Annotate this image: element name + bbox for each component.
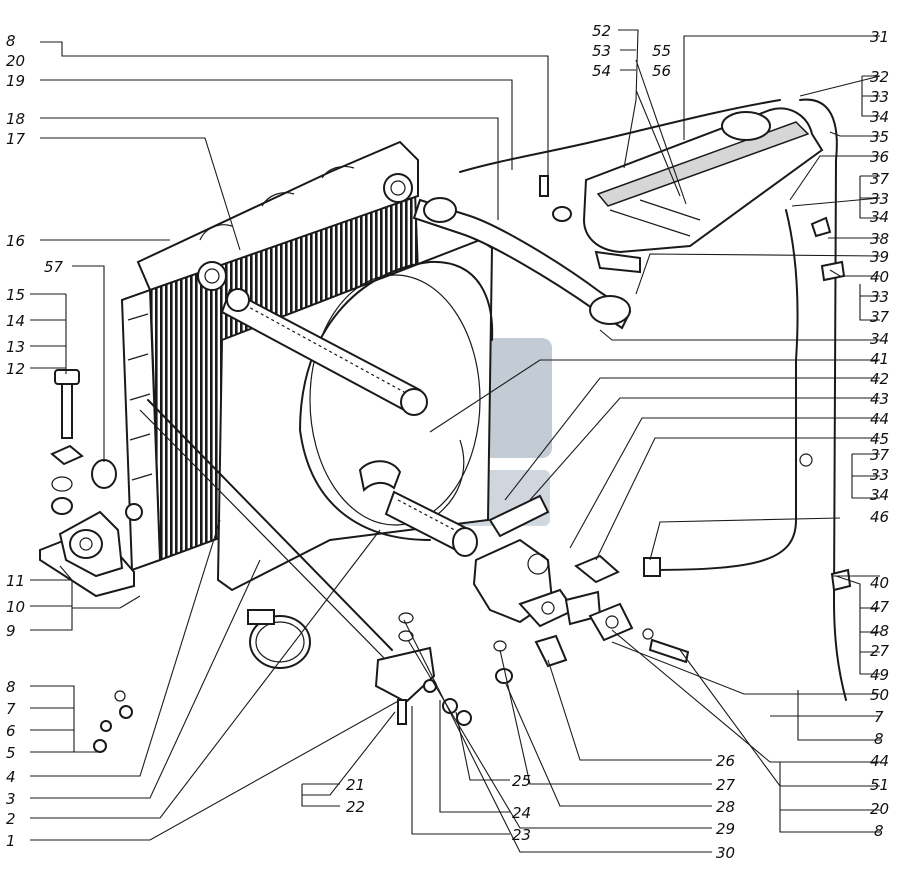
label-50: 50 [870, 686, 889, 704]
label-46: 46 [870, 508, 889, 526]
leader-lines [30, 29, 881, 853]
support-cushion [39, 369, 143, 598]
label-13: 13 [6, 338, 25, 356]
label-8-left: 8 [6, 678, 16, 696]
label-3: 3 [6, 790, 16, 808]
label-27-bottom: 27 [716, 776, 736, 794]
label-37-mid: 37 [870, 446, 890, 464]
label-21: 21 [346, 776, 365, 794]
label-47: 47 [870, 598, 890, 616]
label-1: 1 [6, 832, 16, 850]
label-33-a: 33 [870, 190, 889, 208]
label-8-bottom: 8 [874, 822, 884, 840]
label-54: 54 [592, 62, 611, 80]
label-43: 43 [870, 390, 889, 408]
label-36: 36 [870, 148, 889, 166]
label-57: 57 [44, 258, 64, 276]
label-18: 18 [6, 110, 25, 128]
label-19: 19 [6, 72, 25, 90]
label-8-right: 8 [874, 730, 884, 748]
expansion-tank [582, 107, 824, 274]
label-11: 11 [6, 572, 25, 590]
label-14: 14 [6, 312, 25, 330]
label-10: 10 [6, 598, 25, 616]
label-40-bottom: 40 [870, 574, 889, 592]
lower-hose [358, 460, 478, 557]
label-24: 24 [512, 804, 531, 822]
label-51: 51 [870, 776, 889, 794]
label-27-right: 27 [870, 642, 890, 660]
label-56: 56 [652, 62, 671, 80]
label-48: 48 [870, 622, 889, 640]
upper-left-hose [220, 288, 428, 416]
label-45: 45 [870, 430, 889, 448]
radiator-left-frame [120, 288, 162, 572]
label-12: 12 [6, 360, 25, 378]
label-49: 49 [870, 666, 889, 684]
label-17: 17 [6, 130, 26, 148]
label-4: 4 [6, 768, 16, 786]
label-55: 55 [652, 42, 671, 60]
label-7-left: 7 [6, 700, 16, 718]
label-23: 23 [512, 826, 531, 844]
label-31: 31 [870, 28, 889, 46]
long-overflow-hose [643, 98, 847, 701]
label-2: 2 [6, 810, 16, 828]
label-5: 5 [6, 744, 16, 762]
label-26: 26 [716, 752, 735, 770]
label-44-bottom: 44 [870, 752, 889, 770]
label-29: 29 [716, 820, 735, 838]
label-40-top: 40 [870, 268, 889, 286]
label-33-b: 33 [870, 288, 889, 306]
label-9: 9 [6, 622, 16, 640]
label-20-bottom: 20 [870, 800, 889, 818]
label-34-b: 34 [870, 330, 889, 348]
label-42: 42 [870, 370, 889, 388]
label-30: 30 [716, 844, 735, 862]
label-35: 35 [870, 128, 889, 146]
label-53: 53 [592, 42, 611, 60]
label-28: 28 [716, 798, 735, 816]
label-32: 32 [870, 68, 889, 86]
label-15: 15 [6, 286, 25, 304]
callout-labels: 8 20 19 18 17 16 57 15 14 13 12 11 10 9 … [6, 22, 890, 862]
label-38: 38 [870, 230, 889, 248]
label-34-a: 34 [870, 208, 889, 226]
hose-clamp [247, 609, 311, 669]
label-8-top: 8 [6, 32, 16, 50]
label-37-a: 37 [870, 170, 890, 188]
label-25: 25 [512, 772, 531, 790]
pump-housing [472, 494, 690, 668]
label-20-top: 20 [6, 52, 25, 70]
label-33-top: 33 [870, 88, 889, 106]
label-41: 41 [870, 350, 889, 368]
label-33-mid: 33 [870, 466, 889, 484]
label-44: 44 [870, 410, 889, 428]
label-6: 6 [6, 722, 16, 740]
label-37-b: 37 [870, 308, 890, 326]
label-7-right: 7 [874, 708, 884, 726]
label-22: 22 [346, 798, 365, 816]
label-52: 52 [592, 22, 611, 40]
label-34-mid: 34 [870, 486, 889, 504]
tie-rod [139, 399, 472, 726]
label-34-top: 34 [870, 108, 889, 126]
label-16: 16 [6, 232, 25, 250]
label-39: 39 [870, 248, 889, 266]
upper-pipe [412, 99, 781, 330]
